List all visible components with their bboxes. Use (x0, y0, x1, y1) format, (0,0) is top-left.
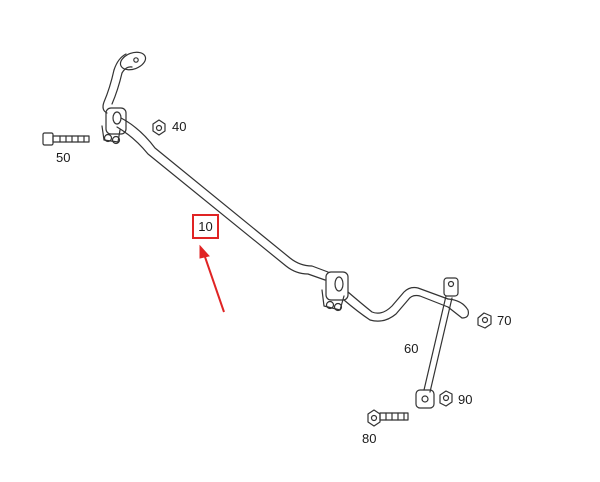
callout-70: 70 (497, 313, 512, 328)
center-bushing (321, 271, 349, 312)
callout-40: 40 (172, 119, 187, 134)
left-arm-bracket (102, 51, 147, 114)
stabilizer-bar (116, 117, 469, 322)
link-rod-60 (415, 295, 453, 409)
highlight-arrow (199, 244, 225, 313)
nut-90 (439, 390, 453, 407)
callout-10-highlighted: 10 (192, 214, 219, 239)
bolt-50 (42, 132, 90, 146)
bolt-80 (367, 409, 409, 427)
callout-60: 60 (404, 341, 419, 356)
callout-50: 50 (56, 150, 71, 165)
nut-40 (152, 119, 166, 136)
nut-70 (477, 312, 492, 329)
callout-90: 90 (458, 392, 473, 407)
right-link-top (443, 277, 459, 297)
callout-80: 80 (362, 431, 377, 446)
left-bushing (101, 107, 127, 145)
